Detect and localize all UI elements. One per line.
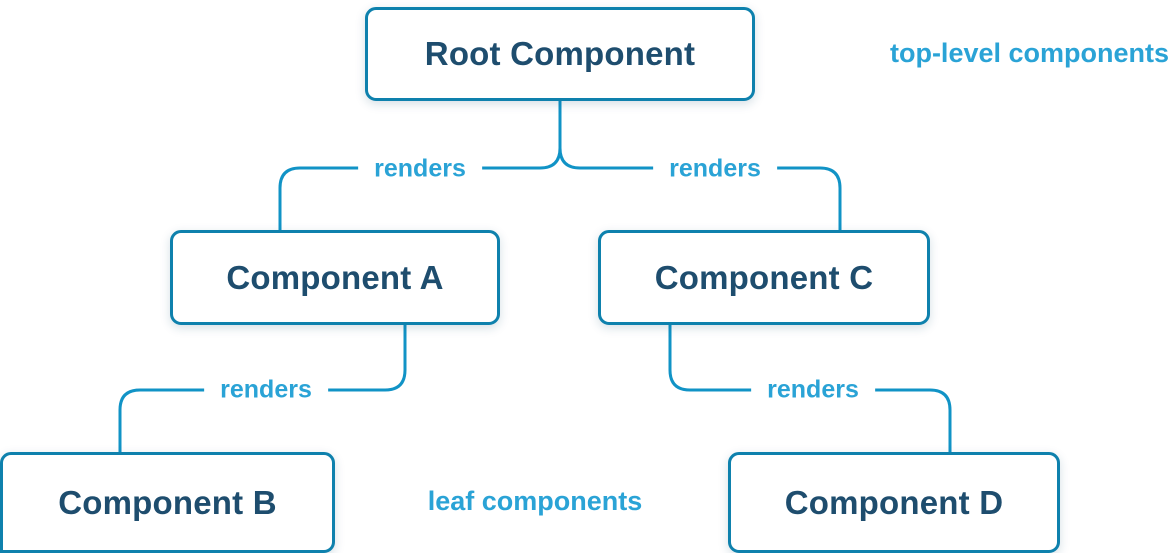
node-component-b: Component B	[0, 452, 335, 553]
edge-label-root-to-c: renders	[653, 152, 777, 186]
edge-label-a-to-b: renders	[204, 373, 328, 407]
annotation-leaf-components: leaf components	[427, 486, 643, 516]
node-label: Component B	[58, 483, 277, 521]
node-label: Component D	[784, 483, 1004, 521]
node-label: Root Component	[424, 35, 696, 72]
node-component-c: Component C	[598, 230, 930, 325]
node-component-d: Component D	[728, 452, 1060, 553]
annotation-top-level-components: top-level components	[889, 38, 1169, 68]
node-label: Component A	[226, 258, 444, 296]
edge-label-c-to-d: renders	[751, 373, 875, 407]
node-label: Component C	[654, 258, 874, 296]
edge-label-root-to-a: renders	[358, 152, 482, 186]
node-root-component: Root Component	[365, 7, 755, 101]
node-component-a: Component A	[170, 230, 500, 325]
